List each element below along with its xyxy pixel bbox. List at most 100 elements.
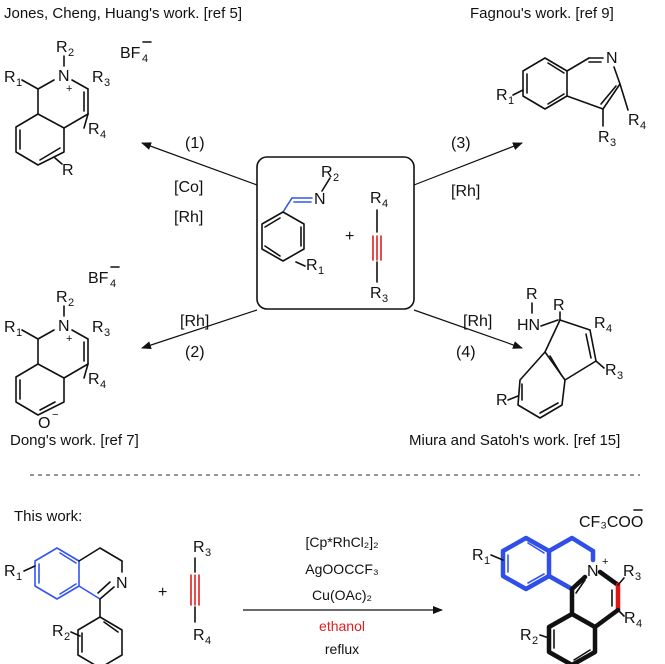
condition-temperature: reflux: [325, 641, 359, 657]
svg-text:4: 4: [100, 379, 106, 391]
svg-text:+: +: [66, 83, 72, 95]
svg-text:1: 1: [508, 95, 514, 107]
svg-text:R: R: [88, 121, 100, 138]
svg-text:4: 4: [640, 120, 646, 132]
svg-text:R: R: [520, 627, 532, 644]
svg-text:2: 2: [68, 47, 74, 59]
svg-text:3: 3: [382, 293, 388, 305]
svg-text:R: R: [623, 563, 635, 580]
svg-text:R: R: [4, 69, 16, 86]
svg-text:2: 2: [333, 172, 339, 184]
route-2-catalyst: [Rh]: [180, 313, 209, 330]
svg-text:2: 2: [68, 297, 74, 309]
svg-text:R: R: [62, 162, 74, 179]
caption-jones-cheng-huang: Jones, Cheng, Huang's work. [ref 5]: [4, 5, 242, 22]
route-1-catalyst-co: [Co]: [174, 179, 203, 196]
svg-text:O: O: [38, 415, 50, 432]
svg-text:−: −: [52, 409, 58, 421]
center-plus: +: [345, 228, 354, 245]
svg-text:3: 3: [610, 137, 616, 149]
svg-text:R: R: [92, 69, 104, 86]
svg-text:4: 4: [100, 129, 106, 141]
svg-text:R: R: [4, 563, 16, 580]
svg-text:N: N: [58, 68, 70, 85]
bottom-plus: +: [158, 584, 167, 601]
svg-text:R: R: [496, 87, 508, 104]
svg-text:R: R: [56, 39, 68, 56]
svg-text:3: 3: [205, 547, 211, 559]
condition-solvent: ethanol: [319, 618, 365, 634]
svg-text:R: R: [52, 623, 64, 640]
svg-text:R: R: [472, 547, 484, 564]
condition-catalyst: [Cp*RhCl₂]₂: [305, 534, 378, 550]
arrow-route-3: [413, 142, 523, 186]
caption-dong: Dong's work. [ref 7]: [10, 432, 139, 449]
svg-text:2: 2: [64, 631, 70, 643]
arrow-route-1: [141, 142, 258, 186]
route-1-catalyst-rh: [Rh]: [174, 209, 203, 226]
svg-text:2: 2: [532, 635, 538, 647]
caption-this-work: This work:: [14, 508, 82, 525]
central-reactants-box: [256, 156, 415, 310]
route-3-number: (3): [451, 135, 471, 152]
svg-text:R: R: [193, 627, 205, 644]
svg-text:N: N: [116, 575, 128, 592]
svg-text:R: R: [598, 129, 610, 146]
arrow-route-4: [413, 309, 523, 349]
route-3-catalyst: [Rh]: [451, 183, 480, 200]
route-2-number: (2): [185, 344, 205, 361]
svg-text:R: R: [370, 285, 382, 302]
svg-text:4: 4: [606, 323, 612, 335]
arrow-route-2: [141, 309, 258, 349]
route-4-catalyst: [Rh]: [463, 313, 492, 330]
svg-text:N: N: [314, 191, 326, 208]
svg-text:1: 1: [16, 77, 22, 89]
svg-text:R: R: [4, 319, 16, 336]
svg-text:R: R: [370, 190, 382, 207]
condition-silver-salt: AgOOCCF₃: [305, 561, 378, 577]
svg-text:4: 4: [142, 53, 148, 65]
svg-text:R: R: [624, 610, 636, 627]
svg-text:BF: BF: [120, 45, 141, 62]
svg-text:1: 1: [484, 555, 490, 567]
svg-text:4: 4: [110, 278, 116, 290]
svg-text:R: R: [605, 362, 617, 379]
svg-text:1: 1: [16, 571, 22, 583]
svg-text:3: 3: [617, 370, 623, 382]
svg-text:4: 4: [382, 198, 388, 210]
svg-text:R: R: [88, 371, 100, 388]
svg-text:BF: BF: [88, 270, 109, 287]
svg-text:4: 4: [205, 635, 211, 647]
svg-text:R: R: [594, 315, 606, 332]
svg-text:R: R: [526, 286, 538, 303]
svg-text:R: R: [496, 392, 508, 409]
svg-text:1: 1: [16, 327, 22, 339]
svg-text:R: R: [92, 319, 104, 336]
svg-text:N: N: [58, 318, 70, 335]
svg-text:1: 1: [318, 265, 324, 277]
svg-text:R: R: [321, 164, 333, 181]
svg-text:4: 4: [636, 618, 642, 630]
route-1-number: (1): [185, 135, 205, 152]
svg-text:N: N: [606, 50, 618, 67]
caption-miura-satoh: Miura and Satoh's work. [ref 15]: [409, 432, 620, 449]
caption-fagnou: Fagnou's work. [ref 9]: [470, 5, 614, 22]
svg-text:3: 3: [104, 327, 110, 339]
svg-text:3: 3: [635, 571, 641, 583]
svg-text:R: R: [56, 289, 68, 306]
svg-text:R: R: [628, 112, 640, 129]
svg-text:R: R: [193, 539, 205, 556]
svg-text:N: N: [587, 563, 599, 580]
svg-text:+: +: [602, 556, 608, 568]
svg-text:R: R: [553, 297, 565, 314]
route-4-number: (4): [456, 344, 476, 361]
